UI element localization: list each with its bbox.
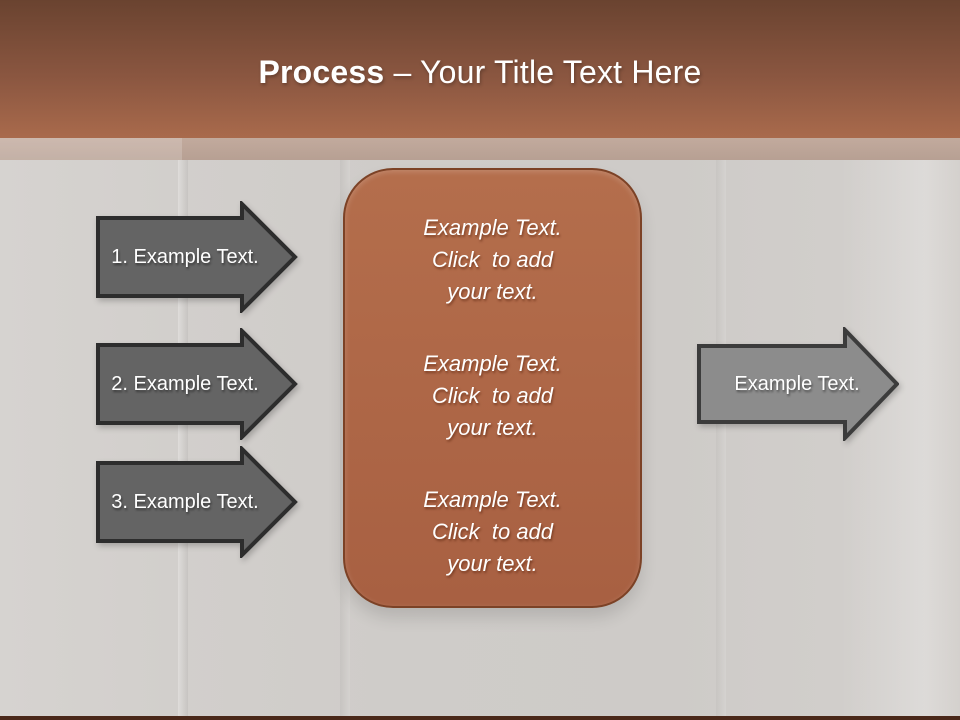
- process-step-arrow-2-label: 2. Example Text.: [111, 372, 259, 395]
- background-seam-right: [716, 160, 726, 720]
- footer-accent-bar: [0, 716, 960, 720]
- background-sweep-right-edge: [840, 160, 960, 720]
- process-output-arrow-label: Example Text.: [734, 372, 860, 395]
- slide-title-rest: – Your Title Text Here: [384, 54, 702, 90]
- process-step-arrow-1-label: 1. Example Text.: [111, 245, 259, 268]
- process-step-arrow-2[interactable]: 2. Example Text.: [96, 328, 298, 440]
- process-step-arrow-1[interactable]: 1. Example Text.: [96, 201, 298, 313]
- placeholder-text-block-1[interactable]: Example Text. Click to add your text.: [423, 215, 562, 304]
- right-arrow-shape-icon: [96, 446, 298, 558]
- header-underlay-band-left-step: [0, 138, 182, 160]
- process-step-arrow-3[interactable]: 3. Example Text.: [96, 446, 298, 558]
- placeholder-text-block-2[interactable]: Example Text. Click to add your text.: [423, 351, 562, 440]
- header-underlay-band: [0, 138, 960, 160]
- center-content-box[interactable]: Example Text. Click to add your text. Ex…: [343, 168, 642, 608]
- process-step-arrow-3-label: 3. Example Text.: [111, 490, 259, 513]
- right-arrow-shape-icon: [96, 201, 298, 313]
- slide-title[interactable]: Process – Your Title Text Here: [0, 52, 960, 92]
- right-arrow-shape-icon: [697, 327, 899, 441]
- background-seam-left: [178, 160, 188, 720]
- right-arrow-shape-icon: [96, 328, 298, 440]
- slide-title-emphasis: Process: [258, 54, 385, 90]
- title-bar: Process – Your Title Text Here: [0, 0, 960, 138]
- placeholder-text-block-3[interactable]: Example Text. Click to add your text.: [423, 487, 562, 576]
- process-output-arrow[interactable]: Example Text.: [697, 327, 899, 441]
